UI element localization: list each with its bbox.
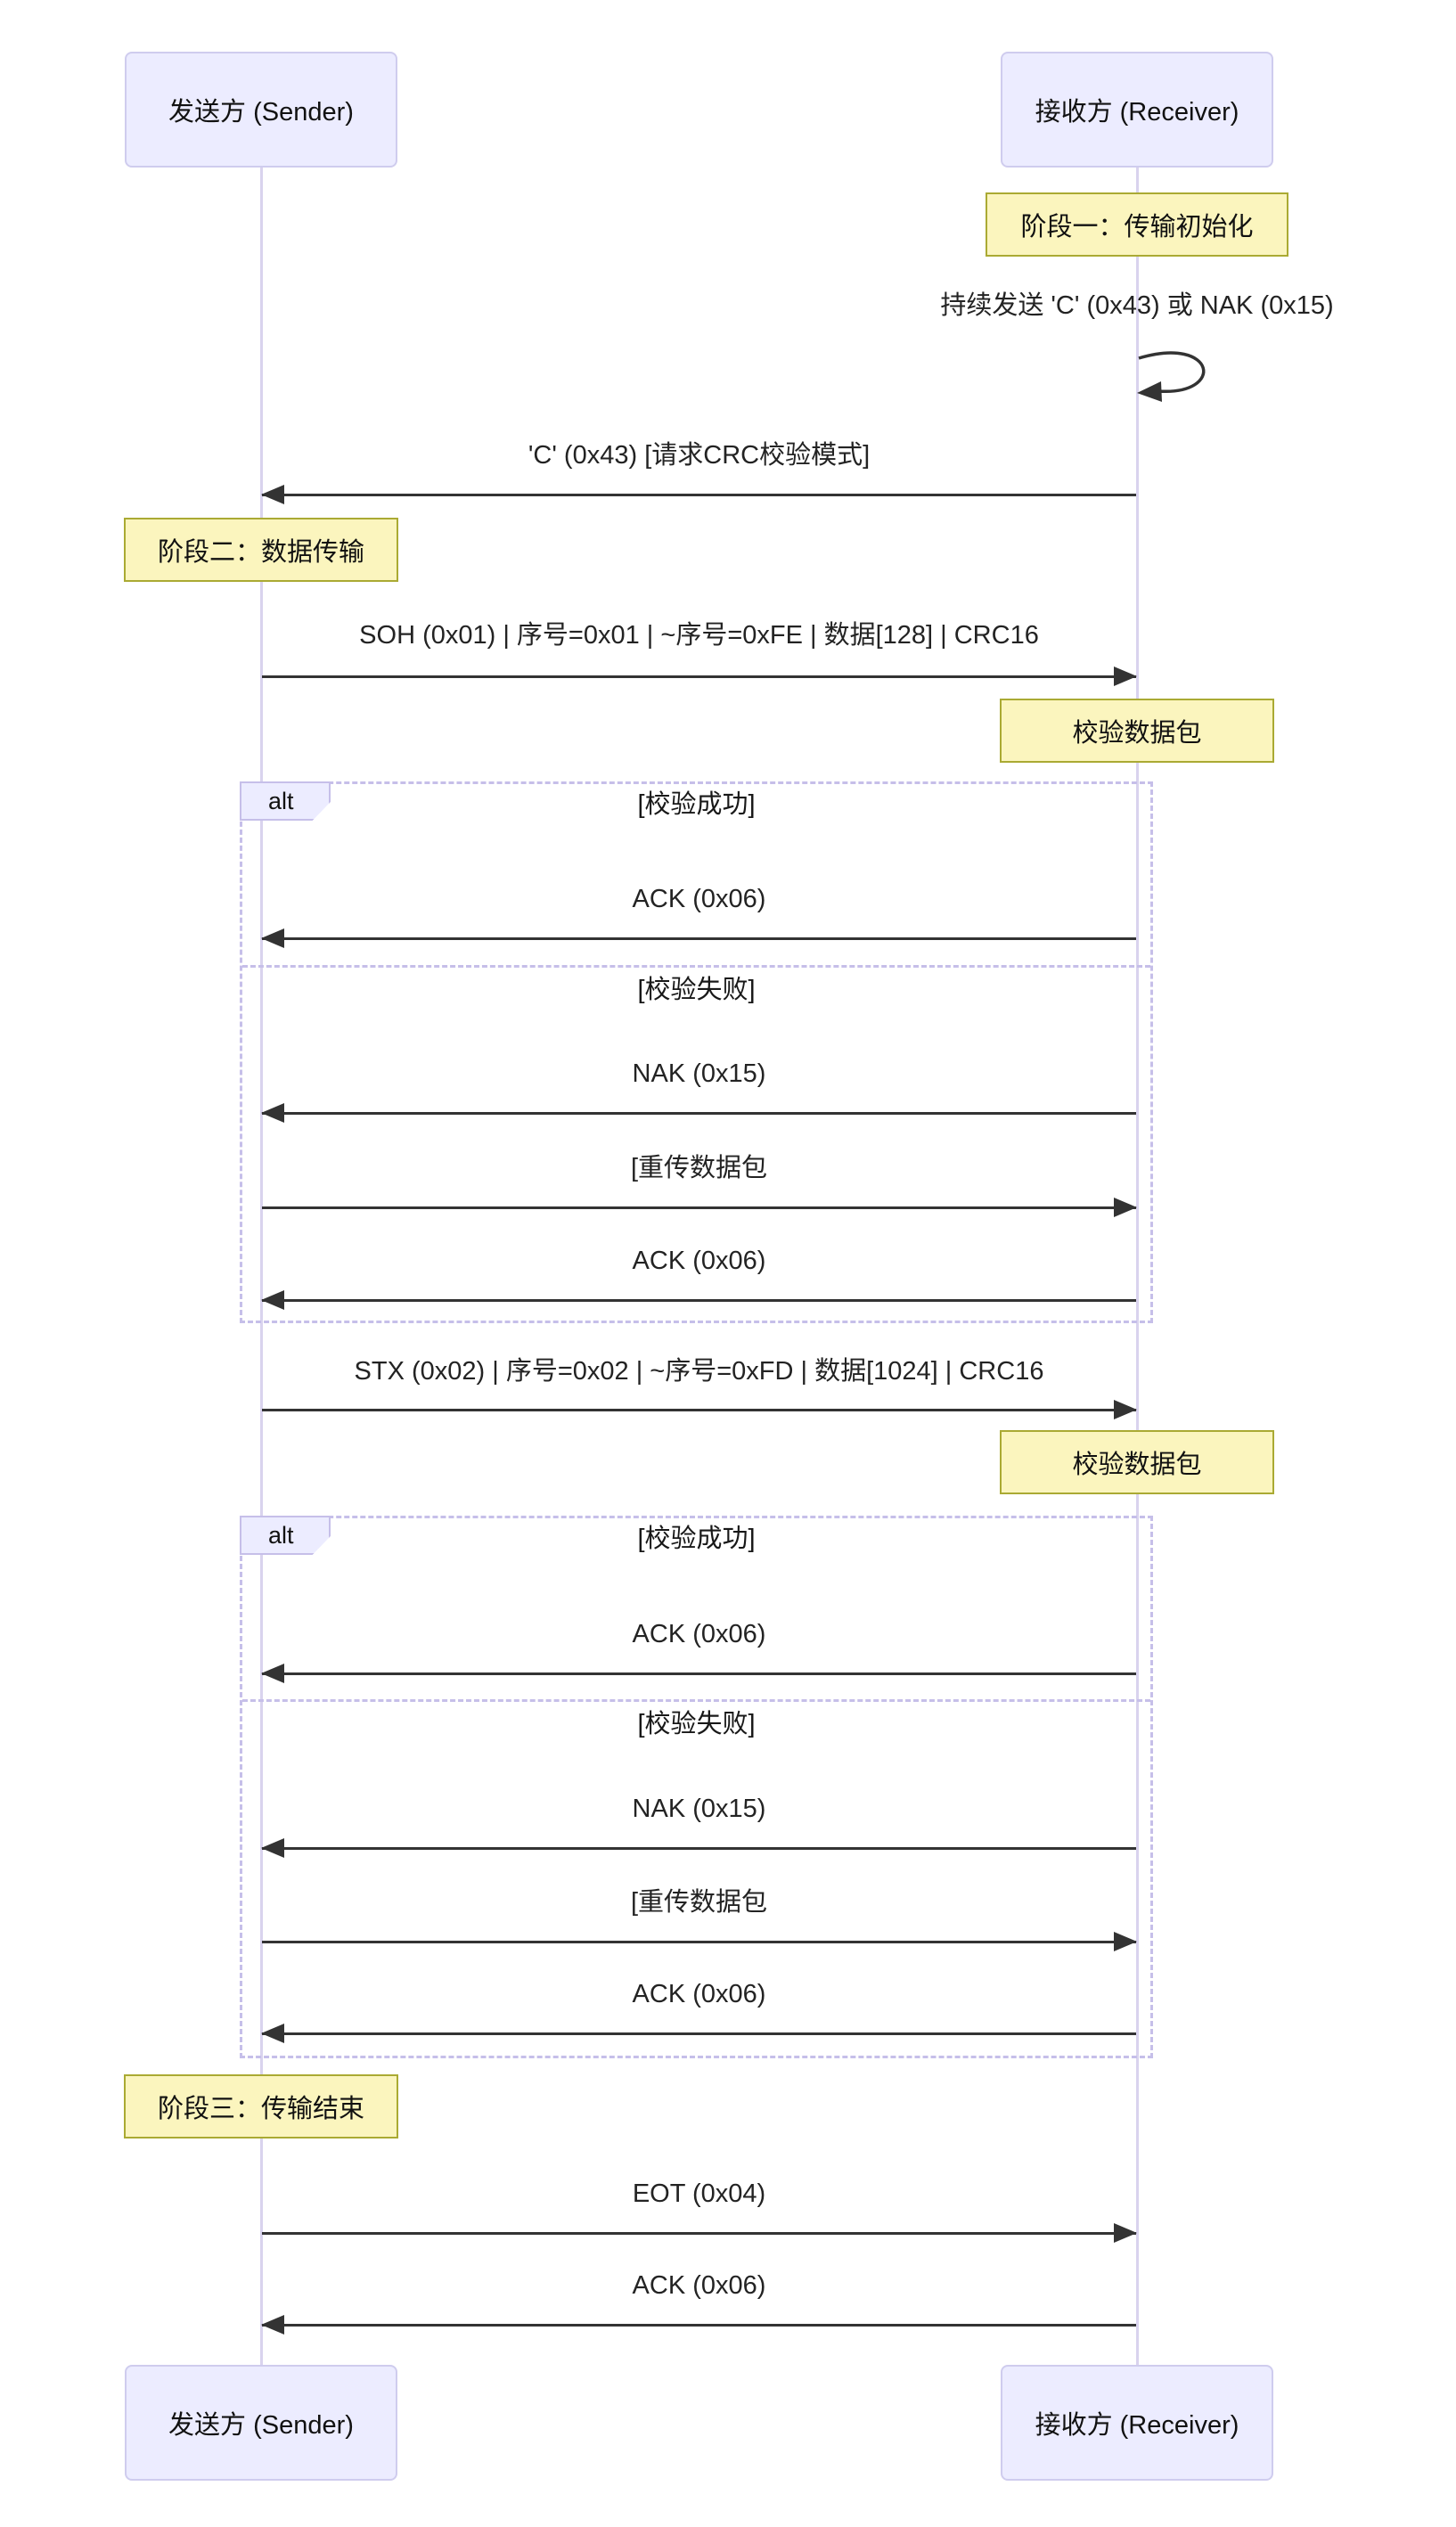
lifeline-receiver bbox=[1135, 168, 1139, 2365]
alt-frame-1-label-text: alt bbox=[268, 787, 294, 814]
self-loop-arrow bbox=[1137, 351, 1206, 402]
message-5-label: ACK (0x06) bbox=[632, 1247, 766, 1275]
participant-sender-bottom-label: 发送方 (Sender) bbox=[168, 2411, 354, 2440]
message-11-arrowhead bbox=[1114, 2223, 1137, 2243]
alt-frame-1-condition-fail: [校验失败] bbox=[637, 976, 756, 1004]
note-phase-3: 阶段三：传输结束 bbox=[124, 2074, 398, 2139]
message-0-label: 'C' (0x43) [请求CRC校验模式] bbox=[528, 441, 871, 470]
message-7-label: ACK (0x06) bbox=[632, 1620, 766, 1648]
message-5-line bbox=[262, 1298, 1136, 1302]
message-10-arrowhead bbox=[261, 2024, 284, 2043]
message-12-arrowhead bbox=[261, 2315, 284, 2335]
message-3-line bbox=[262, 1111, 1136, 1115]
participant-sender-top: 发送方 (Sender) bbox=[125, 52, 397, 168]
participant-receiver-bottom: 接收方 (Receiver) bbox=[1001, 2365, 1273, 2481]
participant-sender-bottom: 发送方 (Sender) bbox=[125, 2365, 397, 2481]
alt-frame-1 bbox=[240, 781, 1153, 1323]
message-1-arrowhead bbox=[1114, 667, 1137, 686]
message-1-label: SOH (0x01) | 序号=0x01 | ~序号=0xFE | 数据[128… bbox=[359, 621, 1039, 650]
alt-frame-2-label: alt bbox=[240, 1516, 331, 1555]
message-8-line bbox=[262, 1846, 1136, 1850]
message-9-line bbox=[262, 1940, 1136, 1943]
message-2-line bbox=[262, 936, 1136, 940]
note-phase-2-text: 阶段二：数据传输 bbox=[157, 538, 364, 567]
alt-frame-2-divider bbox=[242, 1699, 1150, 1702]
message-4-label: [重传数据包 bbox=[630, 1154, 768, 1182]
note-verify-packet-1-text: 校验数据包 bbox=[1072, 719, 1202, 748]
alt-frame-1-condition-success: [校验成功] bbox=[637, 790, 756, 819]
note-phase-1: 阶段一：传输初始化 bbox=[986, 192, 1288, 257]
message-5-arrowhead bbox=[261, 1290, 284, 1310]
alt-frame-1-label: alt bbox=[240, 781, 331, 821]
alt-frame-2-condition-fail: [校验失败] bbox=[637, 1710, 756, 1738]
message-8-arrowhead bbox=[261, 1838, 284, 1858]
self-message-label: 持续发送 'C' (0x43) 或 NAK (0x15) bbox=[940, 291, 1334, 320]
message-10-label: ACK (0x06) bbox=[632, 1980, 766, 2008]
message-2-arrowhead bbox=[261, 928, 284, 948]
note-verify-packet-2-text: 校验数据包 bbox=[1072, 1451, 1202, 1479]
alt-frame-1-divider bbox=[242, 965, 1150, 968]
message-10-line bbox=[262, 2032, 1136, 2035]
message-7-arrowhead bbox=[261, 1664, 284, 1683]
alt-frame-2-condition-success: [校验成功] bbox=[637, 1525, 756, 1553]
message-6-arrowhead bbox=[1114, 1400, 1137, 1419]
note-phase-3-text: 阶段三：传输结束 bbox=[157, 2095, 364, 2123]
message-0-line bbox=[262, 493, 1136, 496]
lifeline-sender bbox=[259, 168, 263, 2365]
message-4-line bbox=[262, 1206, 1136, 1209]
message-7-line bbox=[262, 1672, 1136, 1675]
participant-sender-label: 发送方 (Sender) bbox=[168, 98, 354, 127]
note-phase-1-text: 阶段一：传输初始化 bbox=[1020, 213, 1254, 241]
message-0-arrowhead bbox=[261, 485, 284, 504]
participant-receiver-label: 接收方 (Receiver) bbox=[1035, 98, 1239, 127]
message-9-arrowhead bbox=[1114, 1932, 1137, 1951]
message-11-label: EOT (0x04) bbox=[632, 2179, 766, 2208]
message-6-label: STX (0x02) | 序号=0x02 | ~序号=0xFD | 数据[102… bbox=[354, 1357, 1044, 1386]
message-9-label: [重传数据包 bbox=[630, 1888, 768, 1917]
note-phase-2: 阶段二：数据传输 bbox=[124, 518, 398, 582]
message-11-line bbox=[262, 2231, 1136, 2235]
message-3-label: NAK (0x15) bbox=[632, 1059, 766, 1088]
message-2-label: ACK (0x06) bbox=[632, 885, 766, 913]
alt-frame-2-label-text: alt bbox=[268, 1521, 294, 1549]
alt-frame-2 bbox=[240, 1516, 1153, 2058]
message-3-arrowhead bbox=[261, 1103, 284, 1123]
message-1-line bbox=[262, 675, 1136, 678]
participant-receiver-top: 接收方 (Receiver) bbox=[1001, 52, 1273, 168]
note-verify-packet-2: 校验数据包 bbox=[1000, 1430, 1274, 1494]
message-6-line bbox=[262, 1408, 1136, 1411]
message-4-arrowhead bbox=[1114, 1198, 1137, 1217]
message-12-line bbox=[262, 2323, 1136, 2327]
note-verify-packet-1: 校验数据包 bbox=[1000, 699, 1274, 763]
message-8-label: NAK (0x15) bbox=[632, 1795, 766, 1823]
message-12-label: ACK (0x06) bbox=[632, 2271, 766, 2300]
participant-receiver-bottom-label: 接收方 (Receiver) bbox=[1035, 2411, 1239, 2440]
